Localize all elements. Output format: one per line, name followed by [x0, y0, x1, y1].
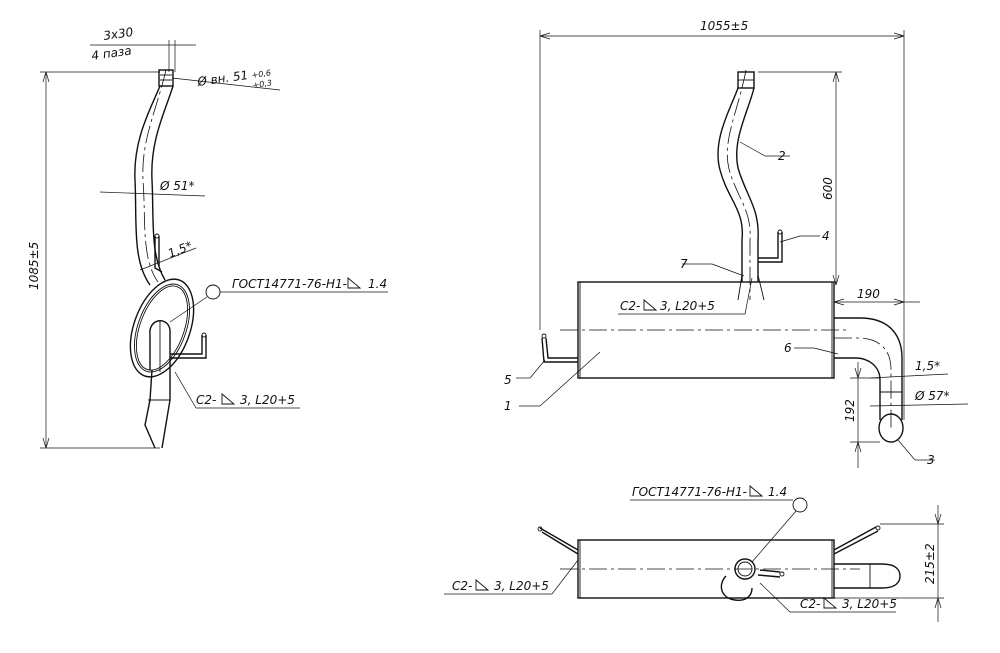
left-gap-label: 1,5* — [166, 238, 195, 260]
front-view: 1055±5 600 190 — [504, 19, 969, 468]
weld-marker-circle — [205, 284, 221, 300]
inner-tol-lower: +0,3 — [252, 78, 273, 90]
left-weld-c2-tail: 3, L20+5 — [240, 393, 295, 407]
top-weld-marker — [792, 497, 808, 513]
muffler-end-oval — [129, 278, 195, 378]
pipe-diameter: Ø 51* — [159, 179, 195, 193]
callout-3: 3 — [927, 453, 935, 467]
callout-2: 2 — [778, 149, 786, 163]
left-weld-c2: С2- — [196, 393, 216, 407]
left-overall-height: 1085±5 — [27, 242, 41, 290]
slots-count: 3х30 — [102, 25, 134, 43]
front-weld-c2-tail: 3, L20+5 — [660, 299, 715, 313]
top-weld-c2-left-tail: 3, L20+5 — [494, 579, 549, 593]
outlet-diameter: Ø 57* — [914, 389, 950, 403]
front-intake-pipe — [717, 87, 743, 282]
front-gap-label: 1,5* — [915, 359, 940, 373]
callout-1: 1 — [504, 399, 512, 413]
top-weld-c2-left: С2- — [452, 579, 472, 593]
front-overall-length: 1055±5 — [700, 19, 748, 33]
left-view: 1085±5 3х30 4 паза Ø вн. 51 +0,6 +0,3 Ø … — [27, 25, 388, 449]
callout-7: 7 — [680, 257, 688, 271]
callout-4: 4 — [822, 229, 830, 243]
top-view: ГОСТ14771-76-Н1- 1.4 С2- 3, L20+5 С2- 3,… — [444, 485, 944, 622]
callout-5: 5 — [504, 373, 512, 387]
inner-tol-upper: +0,6 — [251, 68, 272, 80]
top-weld-standard: ГОСТ14771-76-Н1- — [632, 485, 747, 499]
pipe-coupling — [158, 69, 174, 87]
tail-pipe — [144, 369, 156, 449]
callout-6: 6 — [784, 341, 792, 355]
left-weld-standard: ГОСТ14771-76-Н1- — [232, 277, 347, 291]
top-weld-c2-right: С2- — [800, 597, 820, 611]
top-height-dim: 215±2 — [923, 543, 937, 584]
dim-600: 600 — [821, 177, 835, 200]
dim-192: 192 — [843, 399, 857, 422]
front-weld-c2: С2- — [620, 299, 640, 313]
slots-note: 4 паза — [90, 43, 132, 62]
outlet-pipe — [834, 317, 903, 420]
top-weld-leg: 1.4 — [768, 485, 787, 499]
top-view-inlet — [734, 558, 756, 580]
intake-pipe — [134, 85, 161, 286]
left-weld-leg: 1.4 — [368, 277, 387, 291]
top-weld-c2-right-tail: 3, L20+5 — [842, 597, 897, 611]
dim-190: 190 — [857, 287, 880, 301]
